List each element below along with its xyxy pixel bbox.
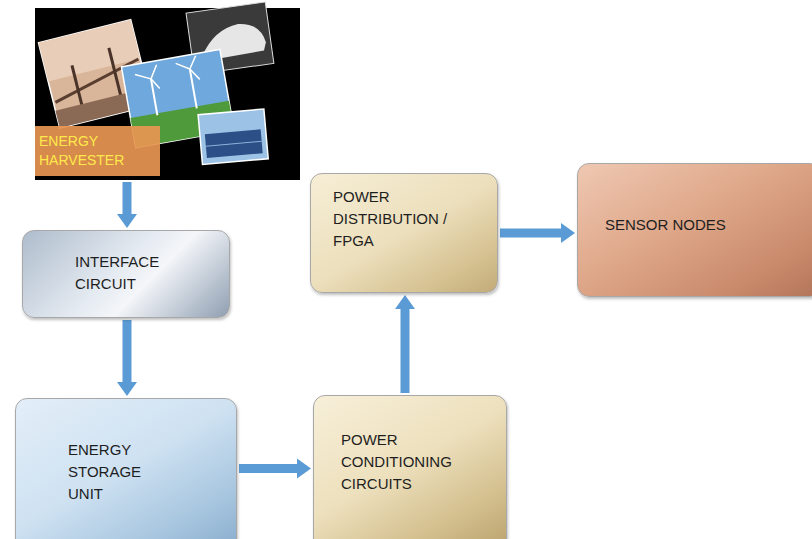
- process-box: SENSOR NODES: [577, 163, 812, 297]
- arrow-head: [117, 214, 137, 228]
- flow-arrow: [117, 182, 137, 228]
- arrow-shaft: [239, 464, 299, 473]
- box-label: ENERGY STORAGE UNIT: [68, 439, 158, 504]
- arrow-shaft: [500, 229, 563, 238]
- arrow-head: [395, 295, 415, 309]
- process-box: INTERFACE CIRCUIT: [22, 230, 230, 318]
- box-label: SENSOR NODES: [605, 214, 805, 236]
- image-background: [35, 8, 300, 180]
- image-label: ENERGY HARVESTER: [35, 126, 160, 176]
- process-box: POWER DISTRIBUTION / FPGA: [310, 173, 498, 293]
- process-box: ENERGY STORAGE UNIT: [15, 398, 237, 539]
- flow-arrow: [117, 320, 137, 396]
- arrow-head: [117, 382, 137, 396]
- process-box: POWER CONDITIONING CIRCUITS: [313, 395, 507, 539]
- flow-arrow: [239, 459, 311, 479]
- box-label: POWER CONDITIONING CIRCUITS: [341, 429, 481, 494]
- arrow-head: [561, 223, 575, 243]
- arrow-head: [297, 459, 311, 479]
- box-label: POWER DISTRIBUTION / FPGA: [333, 186, 473, 251]
- solar-panel-photo: [198, 109, 268, 165]
- arrow-shaft: [123, 320, 132, 384]
- box-label: INTERFACE CIRCUIT: [75, 251, 185, 295]
- flow-arrow: [395, 295, 415, 393]
- arrow-shaft: [401, 307, 410, 393]
- image-panel: ENERGY HARVESTER: [35, 8, 300, 180]
- flow-arrow: [500, 223, 575, 243]
- arrow-shaft: [123, 182, 132, 216]
